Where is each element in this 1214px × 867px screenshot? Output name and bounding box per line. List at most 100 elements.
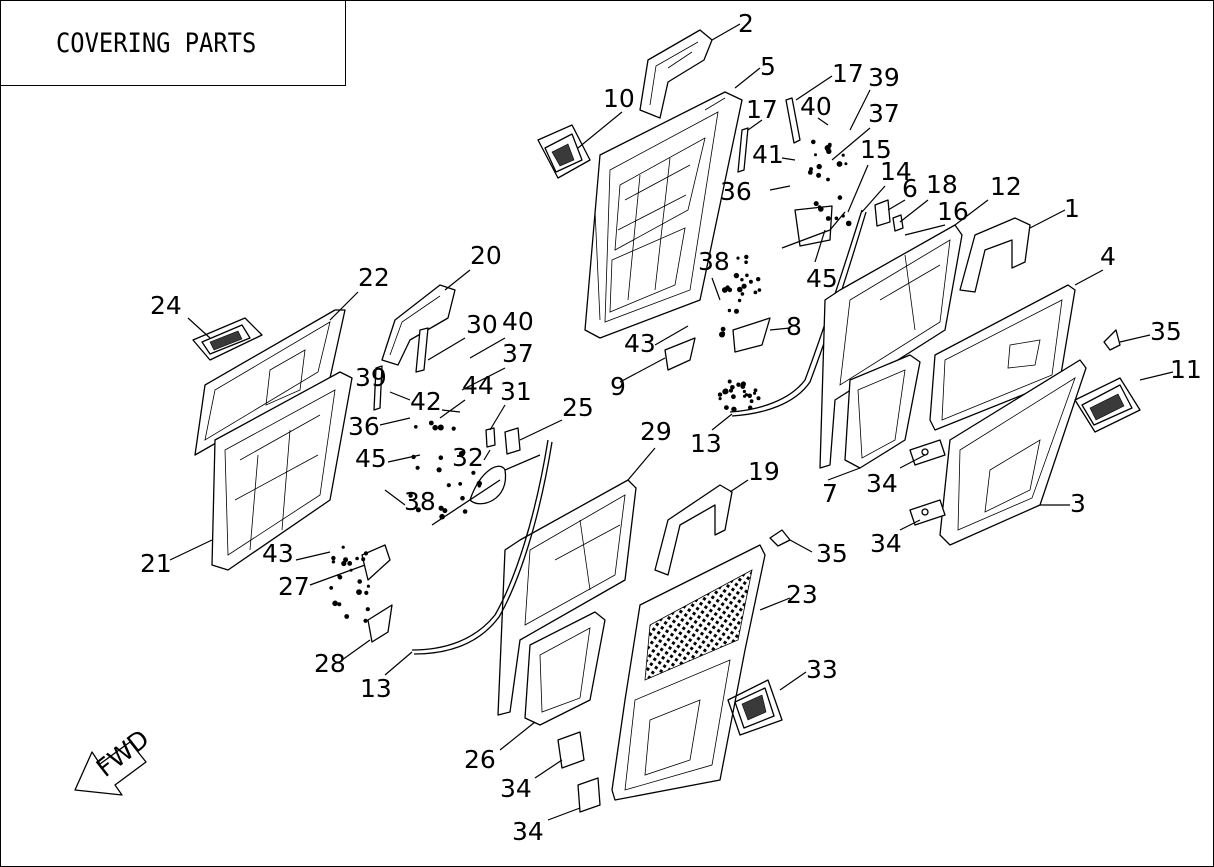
callout-c-40a: 40 <box>800 92 832 126</box>
callout-number: 36 <box>720 177 752 206</box>
fastener <box>740 292 745 296</box>
fastener <box>415 507 421 513</box>
callout-number: 43 <box>262 539 294 568</box>
diagram-title: COVERING PARTS <box>56 28 257 59</box>
callout-c-23: 23 <box>759 580 818 611</box>
callout-number: 33 <box>806 655 838 684</box>
callout-number: 13 <box>690 429 722 458</box>
leader-line <box>489 404 506 431</box>
callout-number: 31 <box>500 377 532 406</box>
fastener <box>813 201 819 207</box>
fastener <box>446 483 451 488</box>
fastener <box>730 385 735 390</box>
front-door-inner-panel <box>584 91 743 339</box>
callout-number: 19 <box>748 457 780 486</box>
callout-number: 13 <box>360 674 392 703</box>
callout-number: 25 <box>562 393 594 422</box>
fastener <box>337 574 341 578</box>
callout-c-35b: 35 <box>789 539 848 568</box>
callout-number: 34 <box>512 817 544 846</box>
front-hinges <box>909 439 946 526</box>
callout-c-14: 14 <box>861 157 912 213</box>
rear-bracket-upper <box>361 544 391 581</box>
callout-c-13b: 13 <box>360 651 413 703</box>
fastener <box>347 561 353 566</box>
fastener <box>432 424 439 431</box>
callout-c-20: 20 <box>444 241 502 291</box>
fastener <box>753 290 758 295</box>
callout-c-37b: 37 <box>461 339 534 391</box>
fastener <box>721 331 726 336</box>
front-outer-handle <box>1074 377 1141 433</box>
callout-number: 39 <box>868 63 900 92</box>
callout-c-43a: 43 <box>624 325 689 358</box>
callout-number: 1 <box>1064 194 1080 223</box>
callout-c-39a: 39 <box>849 63 900 131</box>
callout-c-31: 31 <box>489 377 532 431</box>
fastener <box>816 163 822 170</box>
rear-grab-handle-right <box>959 217 1031 293</box>
fastener <box>438 505 444 511</box>
fastener <box>329 586 334 590</box>
callout-c-17a: 17 <box>795 59 864 101</box>
leader-line <box>384 651 413 676</box>
leader-line <box>387 454 421 463</box>
callout-c-29: 29 <box>627 417 672 481</box>
fastener <box>737 286 743 293</box>
callout-number: 12 <box>990 172 1022 201</box>
fastener <box>722 388 729 395</box>
callout-number: 11 <box>1170 355 1202 384</box>
fastener <box>814 153 817 157</box>
fastener <box>717 392 723 397</box>
rod-clip <box>794 205 833 247</box>
callout-number: 17 <box>746 95 778 124</box>
fastener <box>357 579 363 584</box>
leader-line <box>861 185 886 213</box>
leader-line <box>341 639 371 661</box>
fastener <box>841 153 845 157</box>
fastener <box>825 216 831 221</box>
fastener <box>748 279 753 284</box>
leader-line <box>747 119 763 131</box>
callout-number: 40 <box>502 307 534 336</box>
leader-line <box>295 551 331 561</box>
callout-number: 28 <box>314 649 346 678</box>
callout-number: 45 <box>355 444 387 473</box>
callout-c-11: 11 <box>1139 355 1202 384</box>
front-door-speaker-panel <box>844 354 921 469</box>
callout-c-38b: 38 <box>384 487 436 516</box>
rear-lower-handle <box>654 484 733 576</box>
rear-door-speaker-panel <box>524 611 606 726</box>
callout-c-7: 7 <box>822 467 861 508</box>
fastener <box>727 308 732 313</box>
fastener <box>341 545 345 549</box>
front-door-frame <box>819 224 963 469</box>
callout-c-3: 3 <box>1040 489 1086 518</box>
leader-line <box>847 164 869 213</box>
callout-c-34a: 34 <box>866 454 926 498</box>
callout-number: 38 <box>698 247 730 276</box>
latch-plate <box>874 199 891 227</box>
leader-line <box>654 325 689 346</box>
bracket-right <box>1103 329 1121 351</box>
fastener <box>460 495 465 501</box>
fastener <box>827 143 832 148</box>
callout-c-45b: 45 <box>355 444 421 473</box>
callout-c-36a: 36 <box>720 177 791 206</box>
callout-number: 29 <box>640 417 672 446</box>
callout-number: 15 <box>860 135 892 164</box>
fastener <box>749 399 754 404</box>
front-door-lever <box>537 124 591 179</box>
fastener <box>439 513 445 520</box>
fastener <box>436 467 442 473</box>
callout-number: 17 <box>832 59 864 88</box>
rear-door-lever <box>192 317 263 361</box>
front-seal-strip <box>729 209 863 413</box>
leader-line <box>469 337 506 359</box>
callout-c-4: 4 <box>1074 242 1116 286</box>
callout-number: 9 <box>610 372 626 401</box>
leader-line <box>627 447 656 481</box>
